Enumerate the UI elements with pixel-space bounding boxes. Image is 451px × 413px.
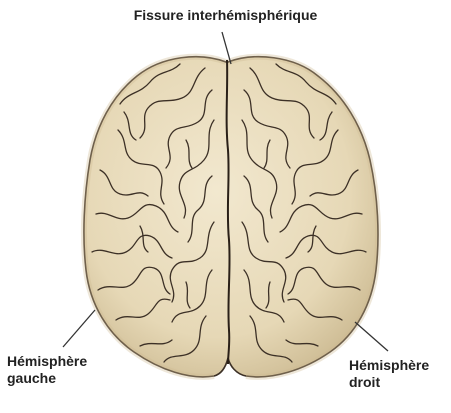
right-hemisphere-label-line2: droit — [349, 374, 429, 391]
brain-outline — [84, 57, 378, 377]
fissure-label-text: Fissure interhémisphérique — [0, 7, 451, 24]
left-hemisphere-label-line1: Hémisphère — [7, 353, 87, 370]
right-hemisphere-label-line1: Hémisphère — [349, 357, 429, 374]
right-hemisphere-label: Hémisphère droit — [349, 357, 429, 391]
right-hemisphere-leader-line — [355, 322, 388, 351]
left-hemisphere-label: Hémisphère gauche — [7, 353, 87, 387]
fissure-label: Fissure interhémisphérique — [0, 7, 451, 24]
left-hemisphere-label-line2: gauche — [7, 370, 87, 387]
left-hemisphere-leader-line — [63, 310, 95, 347]
